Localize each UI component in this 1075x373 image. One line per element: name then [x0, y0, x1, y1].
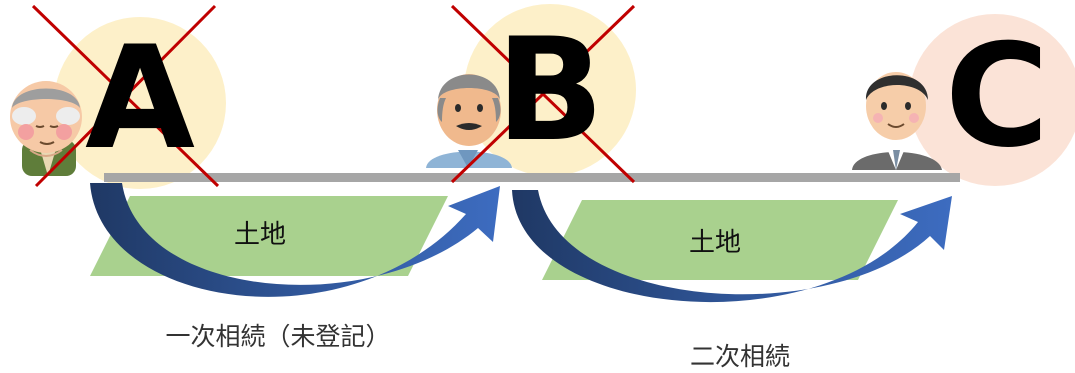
- timeline-bar: [104, 173, 960, 182]
- person-letter-a: A: [85, 16, 195, 181]
- middle-aged-man-icon: [426, 74, 512, 168]
- circle-a: [54, 17, 226, 189]
- second-inheritance-caption: 二次相続: [689, 342, 790, 371]
- first-inheritance-caption: 一次相続（未登記）: [165, 322, 391, 351]
- circle-c: [909, 14, 1075, 186]
- land-parallelogram-1: [90, 196, 448, 276]
- deceased-cross-a: [31, 4, 220, 188]
- land-label-2: 土地: [688, 228, 741, 258]
- elderly-man-icon: [10, 81, 82, 176]
- person-letter-c: C: [944, 14, 1050, 179]
- land-label-1: 土地: [233, 220, 286, 250]
- land-parallelogram-2: [542, 200, 898, 280]
- businessman-icon: [852, 72, 942, 170]
- first-inheritance-arrow: [90, 183, 500, 297]
- person-letter-b: B: [495, 8, 605, 173]
- deceased-cross-b: [450, 4, 636, 184]
- second-inheritance-arrow: [512, 190, 952, 303]
